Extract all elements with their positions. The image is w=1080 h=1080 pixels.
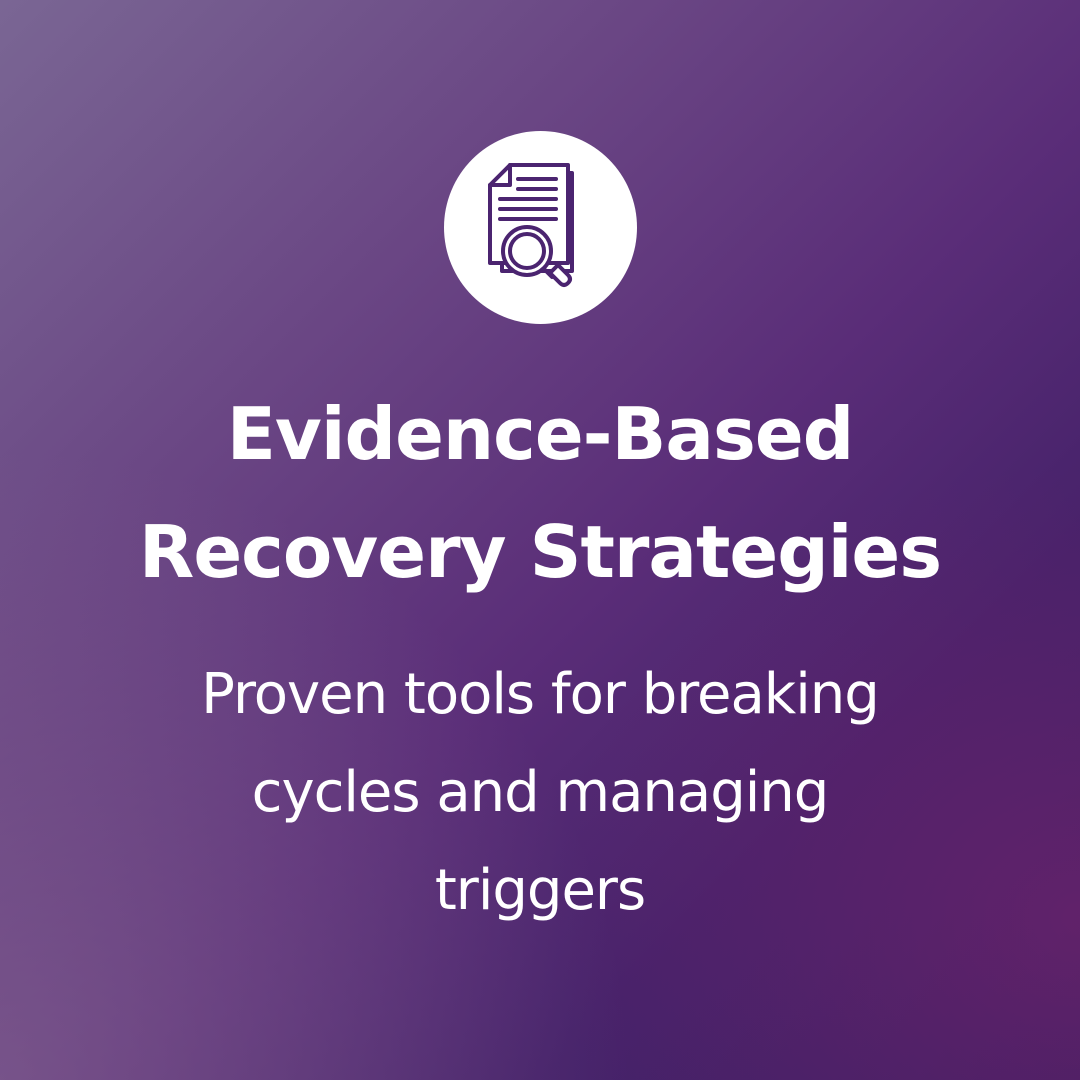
document-magnifier-icon (488, 163, 574, 287)
subtitle-line-3: triggers (434, 858, 646, 923)
page-title: Evidence-Based Recovery Strategies (0, 375, 1080, 611)
title-line-1: Evidence-Based (226, 392, 855, 476)
subtitle-line-2: cycles and managing (251, 760, 830, 825)
title-line-2: Recovery Strategies (138, 510, 942, 594)
icon-badge (444, 131, 637, 324)
subtitle: Proven tools for breaking cycles and man… (0, 646, 1080, 940)
subtitle-line-1: Proven tools for breaking (201, 662, 880, 727)
